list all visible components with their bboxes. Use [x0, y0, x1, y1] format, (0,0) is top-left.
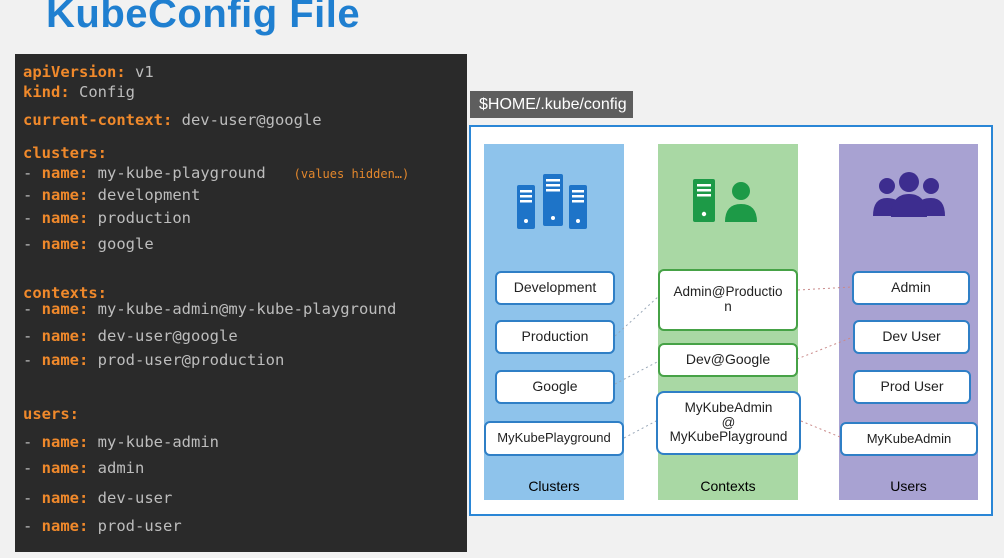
code-line-user-item: - name: dev-user: [23, 489, 172, 507]
yaml-dash: -: [23, 164, 42, 182]
yaml-value: v1: [125, 63, 154, 81]
code-line-context-item: - name: my-kube-admin@my-kube-playground: [23, 300, 396, 318]
yaml-value: my-kube-playground: [88, 164, 266, 182]
yaml-key: users:: [23, 405, 79, 423]
yaml-key: name:: [41, 489, 89, 507]
yaml-key: apiVersion:: [23, 63, 126, 81]
yaml-key: name:: [41, 300, 89, 318]
yaml-value: my-kube-admin: [88, 433, 219, 451]
yaml-key: name:: [41, 327, 89, 345]
yaml-dash: -: [23, 186, 42, 204]
code-line-clusters: clusters:: [23, 144, 107, 162]
code-line-contexts: contexts:: [23, 284, 107, 302]
yaml-value: my-kube-admin@my-kube-playground: [88, 300, 397, 318]
code-line-user-item: - name: prod-user: [23, 517, 182, 535]
cluster-mykubeplayground: MyKubePlayground: [484, 421, 624, 456]
code-line-cluster-item: - name: development: [23, 186, 200, 204]
yaml-value: production: [88, 209, 191, 227]
yaml-value: development: [88, 186, 201, 204]
server-user-icon: [693, 179, 757, 222]
contexts-column-label: Contexts: [700, 478, 756, 494]
yaml-value: Config: [69, 83, 135, 101]
code-line-users: users:: [23, 405, 79, 423]
yaml-key: name:: [41, 433, 89, 451]
user-prod-user: Prod User: [853, 370, 971, 404]
users-column-label: Users: [890, 478, 927, 494]
user-group-icon: [873, 172, 945, 217]
yaml-key: current-context:: [23, 111, 173, 129]
yaml-value: admin: [88, 459, 145, 477]
slide-title: KubeConfig File: [46, 0, 361, 36]
server-icon: [517, 174, 587, 229]
code-line-cluster-item: - name: my-kube-playground (values hidde…: [23, 164, 409, 182]
yaml-key: name:: [41, 164, 89, 182]
yaml-dash: -: [23, 433, 42, 451]
yaml-dash: -: [23, 235, 42, 253]
user-admin: Admin: [852, 271, 970, 305]
user-mykubeadmin: MyKubeAdmin: [840, 422, 978, 456]
yaml-dash: -: [23, 351, 42, 369]
context-dev-google: Dev@Google: [658, 343, 798, 377]
yaml-value: dev-user@google: [88, 327, 238, 345]
context-admin-production: Admin@Productio n: [658, 269, 798, 331]
code-line-context-item: - name: dev-user@google: [23, 327, 238, 345]
yaml-key: clusters:: [23, 144, 107, 162]
yaml-dash: -: [23, 209, 42, 227]
yaml-key: name:: [41, 459, 89, 477]
yaml-key: name:: [41, 517, 89, 535]
code-line-context-item: - name: prod-user@production: [23, 351, 284, 369]
kubeconfig-code-panel: apiVersion: v1 kind: Config current-cont…: [15, 54, 467, 552]
yaml-value: dev-user@google: [172, 111, 322, 129]
yaml-dash: -: [23, 459, 42, 477]
code-line-current-context: current-context: dev-user@google: [23, 111, 322, 129]
yaml-dash: -: [23, 517, 42, 535]
yaml-value: prod-user: [88, 517, 182, 535]
user-dev-user: Dev User: [853, 320, 970, 354]
yaml-dash: -: [23, 327, 42, 345]
yaml-value: dev-user: [88, 489, 173, 507]
code-line-user-item: - name: my-kube-admin: [23, 433, 219, 451]
cluster-development: Development: [495, 271, 615, 305]
yaml-value: google: [88, 235, 154, 253]
context-mykubeadmin-mykubeplayground: MyKubeAdmin @ MyKubePlayground: [656, 391, 801, 455]
yaml-dash: -: [23, 489, 42, 507]
yaml-value: prod-user@production: [88, 351, 285, 369]
code-line-cluster-item: - name: production: [23, 209, 191, 227]
clusters-column-label: Clusters: [528, 478, 580, 494]
yaml-key: kind:: [23, 83, 70, 101]
yaml-key: contexts:: [23, 284, 107, 302]
code-line-api-version: apiVersion: v1: [23, 63, 154, 81]
yaml-key: name:: [41, 235, 89, 253]
yaml-dash: -: [23, 300, 42, 318]
values-hidden-note: (values hidden…): [293, 167, 410, 181]
cluster-production: Production: [495, 320, 615, 354]
code-line-kind: kind: Config: [23, 83, 135, 101]
kube-config-path-label: $HOME/.kube/config: [470, 91, 633, 118]
yaml-key: name:: [41, 209, 89, 227]
yaml-key: name:: [41, 186, 89, 204]
cluster-google: Google: [495, 370, 615, 404]
code-line-cluster-item: - name: google: [23, 235, 154, 253]
yaml-key: name:: [41, 351, 89, 369]
code-line-user-item: - name: admin: [23, 459, 144, 477]
